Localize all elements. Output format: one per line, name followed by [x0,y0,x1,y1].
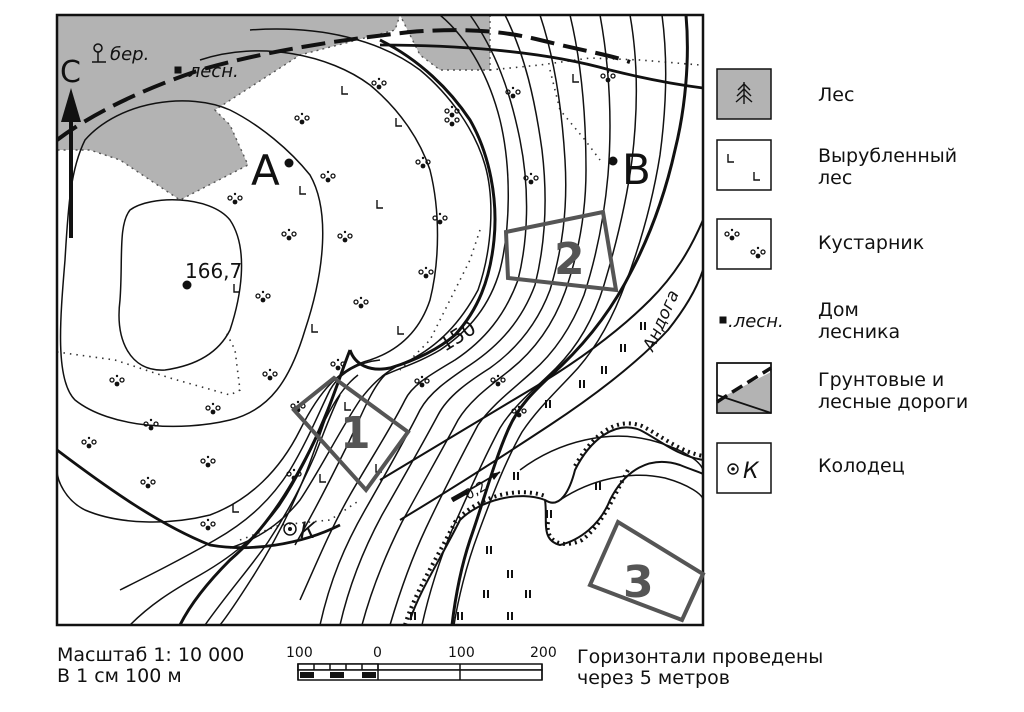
area-3-label: 3 [623,557,654,608]
index-contour [348,38,497,371]
birch-label: бер. [110,44,149,65]
area-2-label: 2 [554,234,585,285]
map-frame [55,13,705,627]
scale-bar: 100 0 100 200 [286,645,557,681]
scale-text: Масштаб 1: 10 000 В 1 см 100 м [57,645,244,687]
legend-forester-line: Дом [818,299,859,321]
legend-forester-symbol: .лесн. [728,311,784,332]
forester-label: .лесн. [183,61,239,82]
area-2-frame [503,209,619,293]
legend-shrub-swatch [716,218,772,270]
meadow-symbols [410,322,646,620]
legend-forester-line: лесника [818,321,901,343]
cliff [544,460,703,547]
river [379,219,703,481]
legend-forester-label: Дом лесника [818,299,900,343]
spot-height-marker [182,280,192,290]
point-b-marker [608,156,618,166]
scale-tick-label: 100 [286,645,313,661]
contour-interval-line: Горизонтали проведены [577,646,824,668]
point-a-marker [284,158,294,168]
forester-house-icon [174,66,182,74]
area-1-frame [291,375,411,494]
vegetation-boundary [399,229,481,371]
map-area [57,15,703,625]
scale-tick-label: 0 [373,645,382,661]
legend-roads-line: Грунтовые и [818,369,945,391]
legend-forester-icon [719,316,727,324]
ground-road [379,43,703,90]
legend-shrub-label: Кустарник [818,232,925,254]
river [399,269,703,521]
legend-well-symbol: К [743,459,760,484]
area-3-frame [587,519,706,623]
scale-tick-label: 200 [530,645,557,661]
legend-cut-forest-line: лес [818,167,853,189]
vegetation-boundary [57,329,241,396]
vegetation-boundary [549,69,601,161]
point-a-label: А [251,146,280,195]
legend-cut-forest-line: Вырубленный [818,145,958,167]
legend-well-label: Колодец [818,455,905,477]
legend-well-swatch [716,442,772,494]
forest-road [57,28,631,142]
tree-icon [735,82,753,104]
legend-cut-forest-label: Вырубленный лес [818,145,957,189]
contour-interval-line: через 5 метров [577,667,730,689]
cliff-hatch [545,469,630,546]
river-name-label: Андога [639,287,684,355]
cut-forest-symbols [232,73,580,513]
legend: .лесн. К [716,68,784,494]
legend-cut-forest-swatch [716,139,772,191]
vegetation-boundary [489,57,701,71]
point-b-label: В [622,145,651,194]
north-arrow [61,88,81,238]
legend-roads-line: лесные дороги [818,391,969,413]
north-label: С [60,55,81,90]
legend-forest-label: Лес [818,84,855,106]
contour-lines [57,15,703,625]
cliff-hatch [403,421,703,625]
legend-roads-label: Грунтовые и лесные дороги [818,369,968,413]
well-label: К [300,519,317,544]
index-contour [450,15,689,625]
scale-line: Масштаб 1: 10 000 [57,644,245,666]
contour-interval-text: Горизонтали проведены через 5 метров [577,647,823,689]
birch-icon [92,43,106,63]
spot-height-label: 166,7 [185,259,242,283]
scale-line: В 1 см 100 м [57,665,182,687]
well-icon [283,522,297,536]
vegetation-boundary [239,499,361,541]
ground-road [57,448,341,550]
cliff [409,426,703,621]
area-1-label: 1 [340,408,371,459]
forest-area [57,15,401,201]
index-contour [178,349,352,625]
scale-tick-label: 100 [448,645,475,661]
